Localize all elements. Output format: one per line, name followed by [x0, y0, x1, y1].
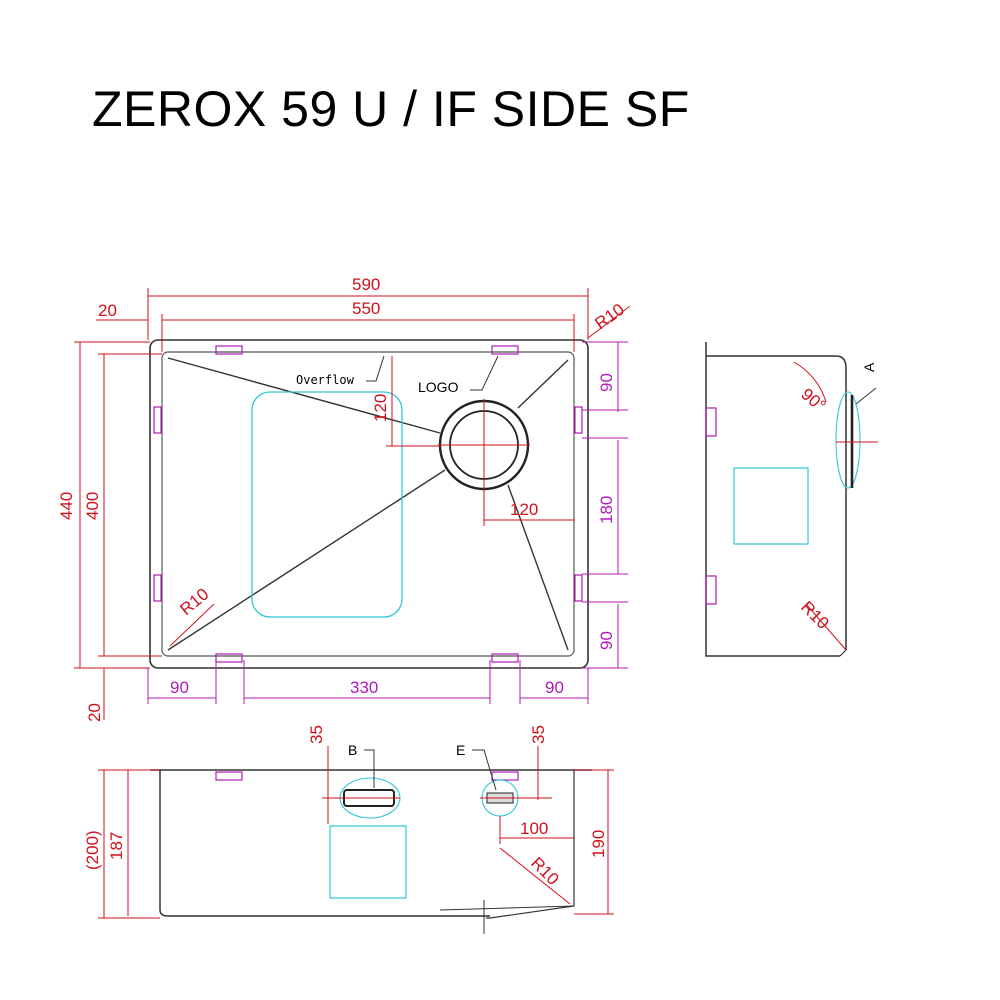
dim-drain-120-vertical: 120: [371, 394, 390, 422]
dim-flange-20: 20: [98, 301, 117, 320]
dim-width-590: 590: [352, 275, 380, 294]
sink-outer-outline: [149, 339, 589, 669]
dim-clip-90-top: 90: [597, 373, 616, 392]
front-cutout-panel: [329, 825, 407, 899]
front-view: [150, 749, 592, 934]
dim-angle-90: 90°: [797, 385, 829, 416]
dim-front-35-left: 35: [307, 725, 326, 744]
sink-bowl-outline: [161, 351, 575, 657]
dim-depth-190: 190: [589, 830, 608, 858]
dim-depth-187: 187: [107, 832, 126, 860]
dim-drain-120-horizontal: 120: [510, 500, 538, 519]
label-overflow: Overflow: [296, 373, 355, 387]
label-detail-e: E: [456, 742, 465, 758]
dim-width-550: 550: [352, 299, 380, 318]
top-dimension-lines: [74, 288, 631, 720]
label-detail-a: A: [861, 362, 877, 372]
dim-front-100: 100: [520, 819, 548, 838]
mounting-clips: [153, 345, 583, 663]
side-cutout-panel: [733, 467, 809, 545]
dim-flange-20-bottom: 20: [85, 703, 104, 722]
cutout-panel: [251, 391, 403, 618]
dim-depth-200: (200): [83, 830, 102, 870]
dim-bottom-90-left: 90: [170, 678, 189, 697]
top-view: [149, 339, 589, 669]
right-dimension-lines: [147, 341, 628, 704]
dim-height-400: 400: [83, 492, 102, 520]
dim-front-r10: R10: [527, 853, 562, 888]
dim-bottom-330: 330: [350, 678, 378, 697]
side-view: [705, 342, 878, 657]
dim-clip-90-bottom: 90: [597, 631, 616, 650]
drawing-title: ZEROX 59 U / IF SIDE SF: [92, 81, 690, 137]
dim-r10-inner: R10: [176, 584, 212, 619]
dim-front-35-right: 35: [529, 725, 548, 744]
dim-clip-180: 180: [597, 496, 616, 524]
front-dimension-lines: [98, 746, 614, 919]
label-detail-b: B: [348, 742, 357, 758]
dim-bottom-90-right: 90: [545, 678, 564, 697]
dim-r10-corner: R10: [591, 300, 627, 333]
dim-height-440: 440: [57, 492, 76, 520]
dim-side-r10: R10: [797, 597, 832, 632]
label-logo: LOGO: [418, 379, 459, 395]
